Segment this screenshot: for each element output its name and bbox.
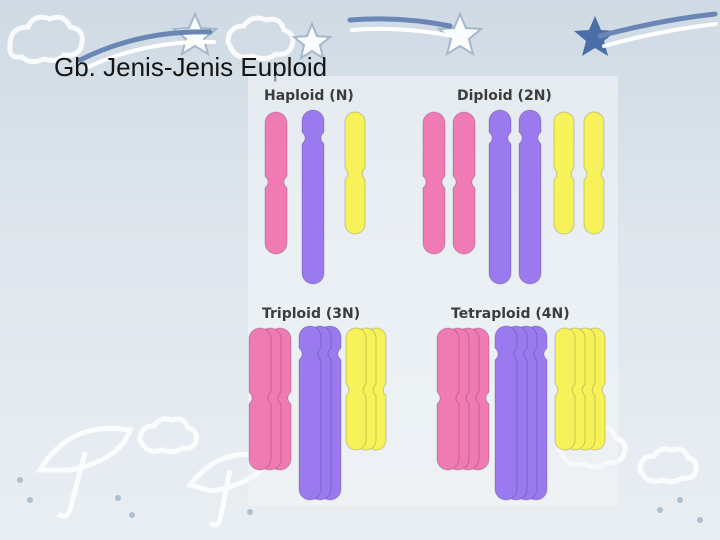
star-icon	[436, 11, 484, 57]
chromosome-yellow-diploid	[583, 111, 605, 235]
chromosome-purple-diploid	[488, 109, 512, 285]
panel-label-tetraploid: Tetraploid (4N)	[451, 306, 570, 322]
star-icon	[291, 21, 333, 61]
chromosome-yellow-diploid	[553, 111, 575, 235]
chromosome-pink-diploid	[452, 111, 476, 255]
panel-label-haploid: Haploid (N)	[264, 88, 354, 104]
chromosome-yellow-tetraploid	[554, 327, 576, 451]
chromosome-pink-diploid	[422, 111, 446, 255]
chromosome-yellow-haploid	[344, 111, 366, 235]
umbrella-icon	[35, 425, 134, 473]
chromosome-group	[248, 109, 606, 501]
cloud-icon	[637, 446, 699, 485]
cloud-icon	[225, 15, 296, 62]
chromosome-purple-tetraploid	[494, 325, 518, 501]
panel-label-triploid: Triploid (3N)	[262, 306, 360, 322]
chromosome-pink-haploid	[264, 111, 288, 255]
chromosome-purple-haploid	[301, 109, 325, 285]
chromosome-yellow-triploid	[345, 327, 367, 451]
chromosome-purple-diploid	[518, 109, 542, 285]
chromosome-pink-triploid	[248, 327, 272, 471]
cloud-icon	[137, 416, 199, 455]
chromosome-pink-tetraploid	[436, 327, 460, 471]
panel-label-diploid: Diploid (2N)	[457, 88, 552, 104]
chromosome-purple-triploid	[298, 325, 322, 501]
cloud-icon	[7, 14, 85, 65]
star-icon	[574, 16, 616, 56]
